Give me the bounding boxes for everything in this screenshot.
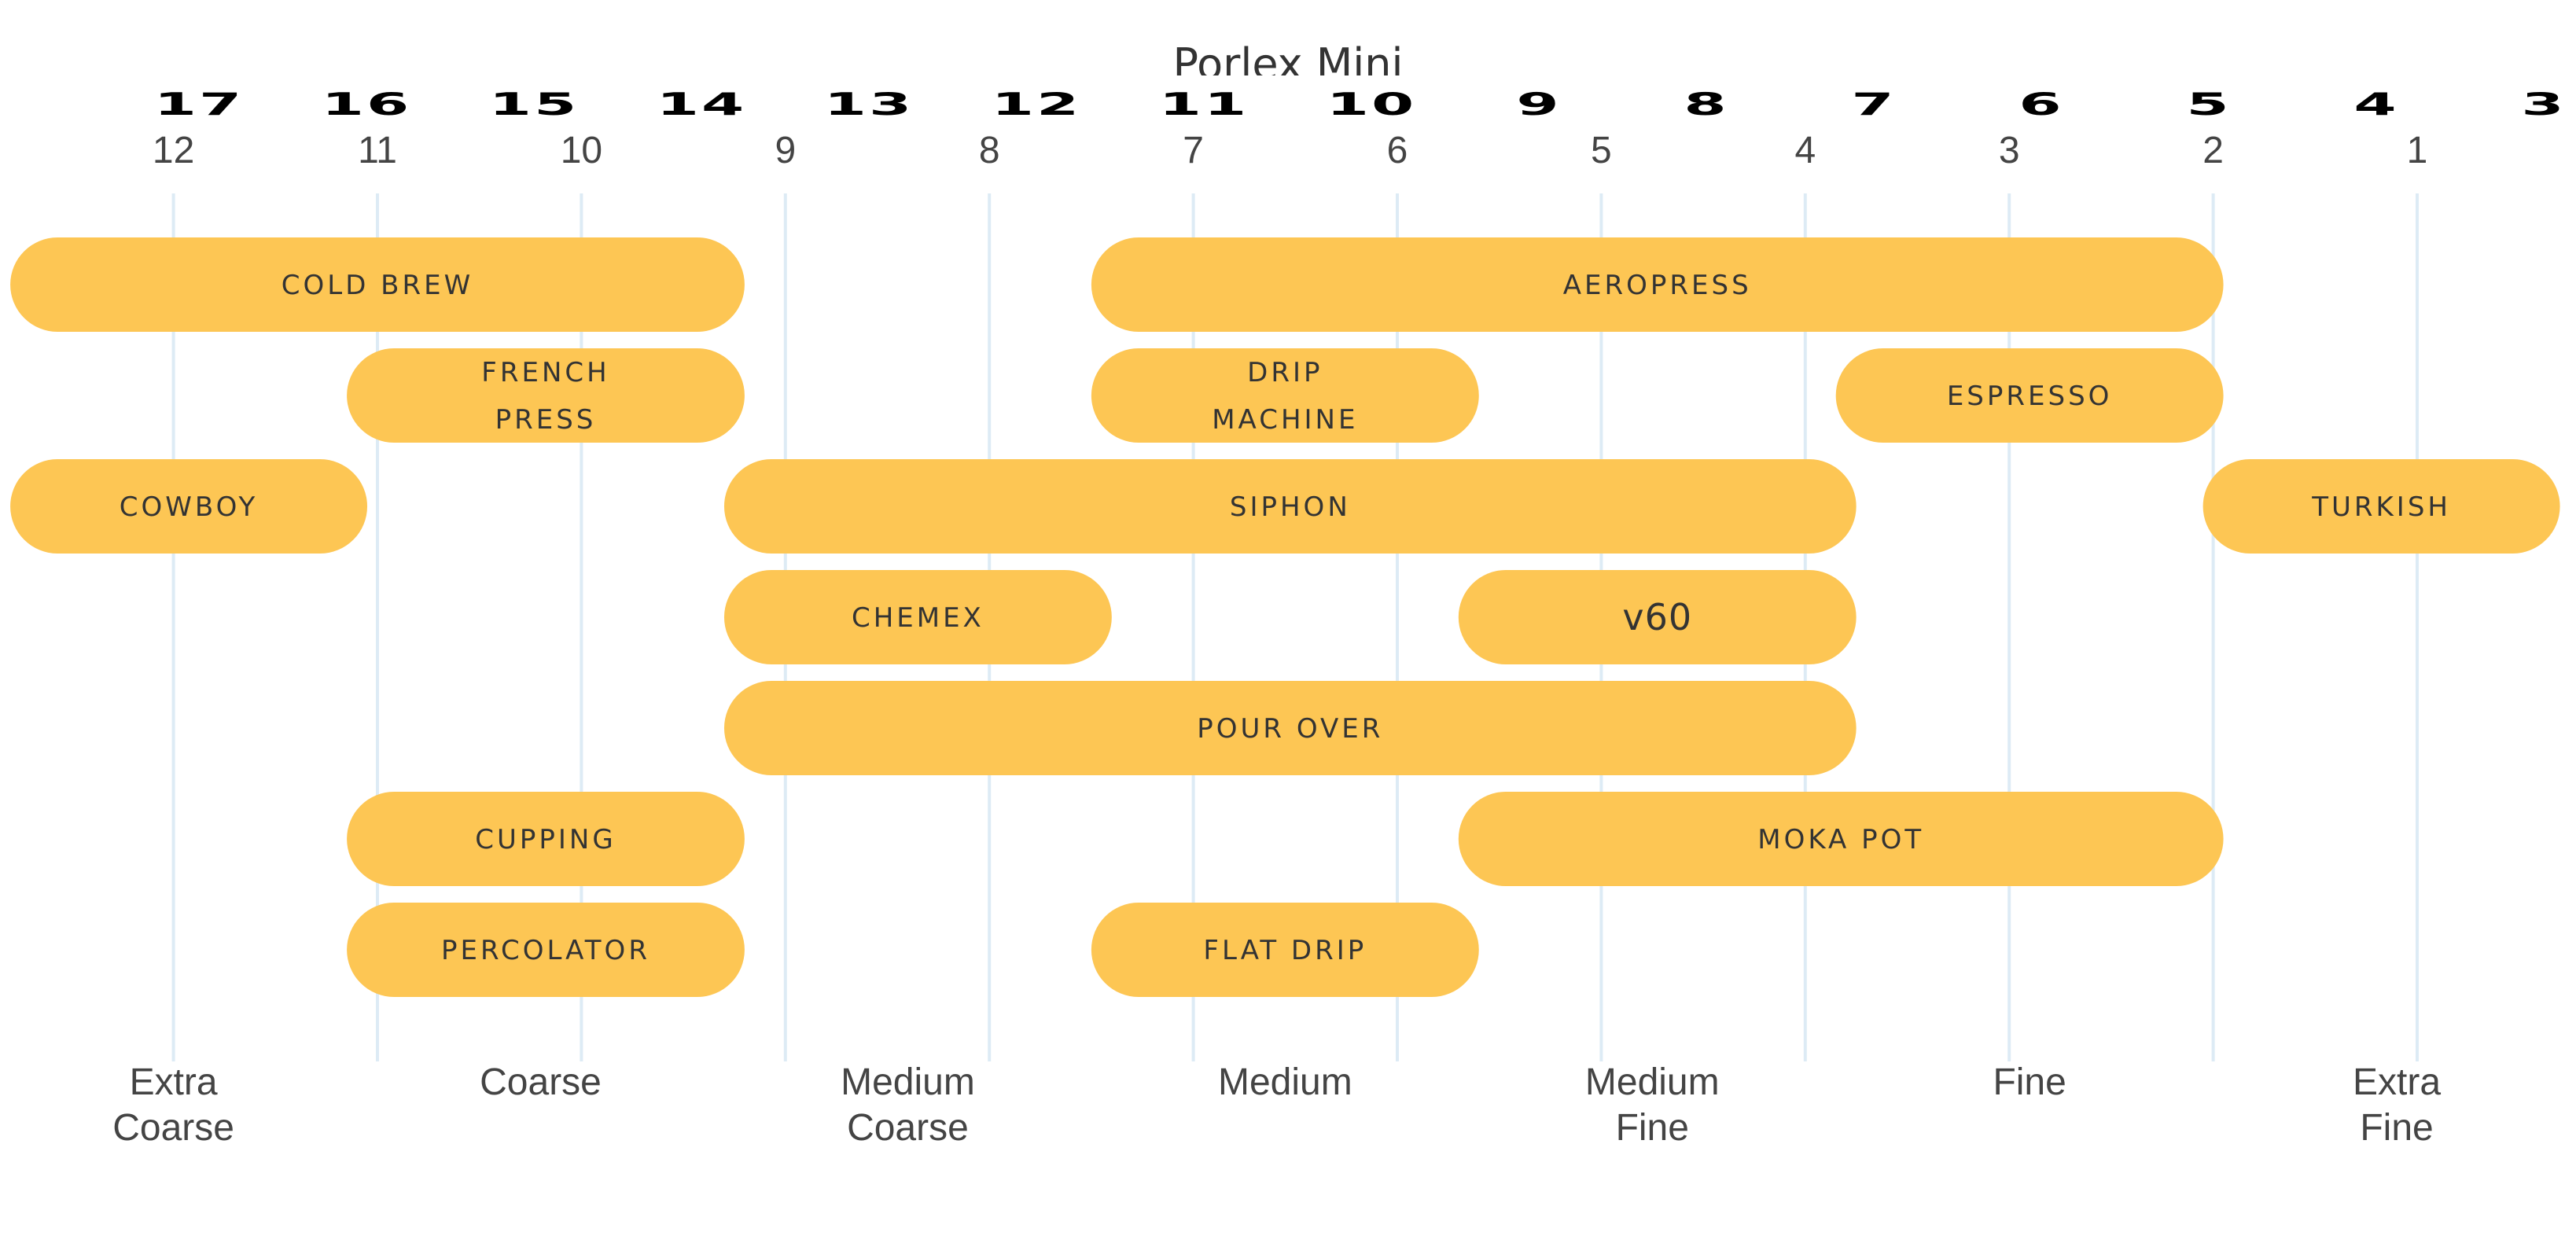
grind-category-fine: Fine xyxy=(1993,1061,2066,1103)
method-label: CHEMEX xyxy=(852,602,984,634)
top-tick-label: 14 xyxy=(657,86,747,123)
top-tick-label: 4 xyxy=(2353,86,2398,123)
method-bar-shape xyxy=(723,681,1857,775)
method-label: COWBOY xyxy=(120,491,259,523)
grind-category-label: Coarse xyxy=(112,1107,234,1149)
grind-tick-label: 2 xyxy=(2202,130,2224,171)
method-bar-chemex: CHEMEX xyxy=(723,570,1112,664)
grind-category-label: Fine xyxy=(2360,1107,2433,1149)
method-bar-siphon: SIPHON xyxy=(723,459,1857,554)
method-label: CUPPING xyxy=(475,824,616,855)
grind-tick-label: 8 xyxy=(979,130,1000,171)
method-bar-shape xyxy=(1458,792,2224,886)
method-label: PERCOLATOR xyxy=(441,935,650,966)
method-label: FRENCH xyxy=(481,357,609,388)
method-label: v60 xyxy=(1622,596,1692,638)
method-bar-drip-machine: DRIP MACHINE xyxy=(1091,348,1479,443)
grind-category-label: Fine xyxy=(1616,1107,1689,1149)
top-tick-label: 16 xyxy=(322,86,412,123)
top-tick-label: 11 xyxy=(1159,86,1249,123)
grind-category-label: Extra xyxy=(130,1061,218,1103)
top-tick-label: 5 xyxy=(2186,86,2231,123)
top-tick-label: 17 xyxy=(154,86,245,123)
grind-tick-label: 4 xyxy=(1794,130,1816,171)
method-bar-shape xyxy=(1091,237,2224,332)
method-label: ESPRESSO xyxy=(1947,381,2113,412)
title-mask xyxy=(0,75,2576,193)
method-label: MACHINE xyxy=(1212,404,1358,436)
grind-tick-label: 5 xyxy=(1591,130,1612,171)
grind-tick-label: 12 xyxy=(153,130,194,171)
method-label: AEROPRESS xyxy=(1563,270,1752,301)
method-bar-shape xyxy=(347,903,745,997)
grind-category-label: Fine xyxy=(1993,1061,2066,1103)
grind-category-label: Extra xyxy=(2353,1061,2441,1103)
method-bar-shape xyxy=(347,348,745,443)
top-tick-label: 10 xyxy=(1327,86,1417,123)
grind-tick-label: 6 xyxy=(1387,130,1408,171)
grind-category-label: Medium xyxy=(1218,1061,1352,1103)
top-tick-label: 9 xyxy=(1516,86,1561,123)
method-bar-shape xyxy=(10,237,745,332)
method-bar-percolator: PERCOLATOR xyxy=(347,903,745,997)
grind-category-medium: Medium xyxy=(1218,1061,1352,1103)
grind-tick-label: 9 xyxy=(775,130,796,171)
method-label: DRIP xyxy=(1247,357,1323,388)
grind-category-label: Coarse xyxy=(847,1107,969,1149)
method-bar-shape xyxy=(1458,570,1857,664)
method-bar-moka-pot: MOKA POT xyxy=(1458,792,2224,886)
method-label: PRESS xyxy=(495,404,597,436)
method-bar-shape xyxy=(2202,459,2560,554)
method-bar-shape xyxy=(723,459,1857,554)
top-tick-label: 6 xyxy=(2018,86,2063,123)
top-tick-label: 13 xyxy=(824,86,914,123)
top-tick-label: 8 xyxy=(1684,86,1728,123)
grind-tick-label: 7 xyxy=(1183,130,1204,171)
method-label: POUR OVER xyxy=(1197,713,1383,745)
method-bar-pour-over: POUR OVER xyxy=(723,681,1857,775)
method-bar-cowboy: COWBOY xyxy=(10,459,368,554)
method-bar-shape xyxy=(1091,348,1479,443)
method-bar-aeropress: AEROPRESS xyxy=(1091,237,2224,332)
method-bar-shape xyxy=(10,459,368,554)
method-label: COLD BREW xyxy=(282,270,473,301)
top-tick-label: 15 xyxy=(489,86,580,123)
method-label: TURKISH xyxy=(2311,491,2451,523)
grind-category-label: Coarse xyxy=(480,1061,602,1103)
grind-tick-label: 10 xyxy=(561,130,602,171)
method-label: FLAT DRIP xyxy=(1203,935,1367,966)
top-tick-label: 7 xyxy=(1851,86,1896,123)
grind-category-label: Medium xyxy=(841,1061,975,1103)
method-label: MOKA POT xyxy=(1757,824,1924,855)
method-bars: COLD BREW AEROPRESS FRENCH PRESS DRIP MACHINE… xyxy=(10,237,2560,997)
method-bar-v60: v60 xyxy=(1458,570,1857,664)
method-bar-french-press: FRENCH PRESS xyxy=(347,348,745,443)
method-bar-shape xyxy=(1091,903,1479,997)
top-axis: 1716151413121110987654321 xyxy=(154,86,2566,123)
grind-tick-label: 1 xyxy=(2407,130,2428,171)
method-bar-shape xyxy=(347,792,745,886)
grind-category-coarse: Coarse xyxy=(480,1061,602,1103)
method-label: SIPHON xyxy=(1230,491,1351,523)
method-bar-shape xyxy=(1835,348,2224,443)
method-bar-cold-brew: COLD BREW xyxy=(10,237,745,332)
grind-category-label: Medium xyxy=(1585,1061,1720,1103)
method-bar-turkish: TURKISH xyxy=(2202,459,2560,554)
grind-tick-label: 11 xyxy=(358,130,397,171)
method-bar-espresso: ESPRESSO xyxy=(1835,348,2224,443)
method-bar-shape xyxy=(723,570,1112,664)
top-tick-label: 3 xyxy=(2521,86,2566,123)
method-bar-flat-drip: FLAT DRIP xyxy=(1091,903,1479,997)
grind-tick-label: 3 xyxy=(1999,130,2020,171)
grind-axis: 12 11 10 9 8 7 6 5 4 3 2 1 xyxy=(153,130,2427,171)
method-bar-cupping: CUPPING xyxy=(347,792,745,886)
top-tick-label: 12 xyxy=(992,86,1082,123)
